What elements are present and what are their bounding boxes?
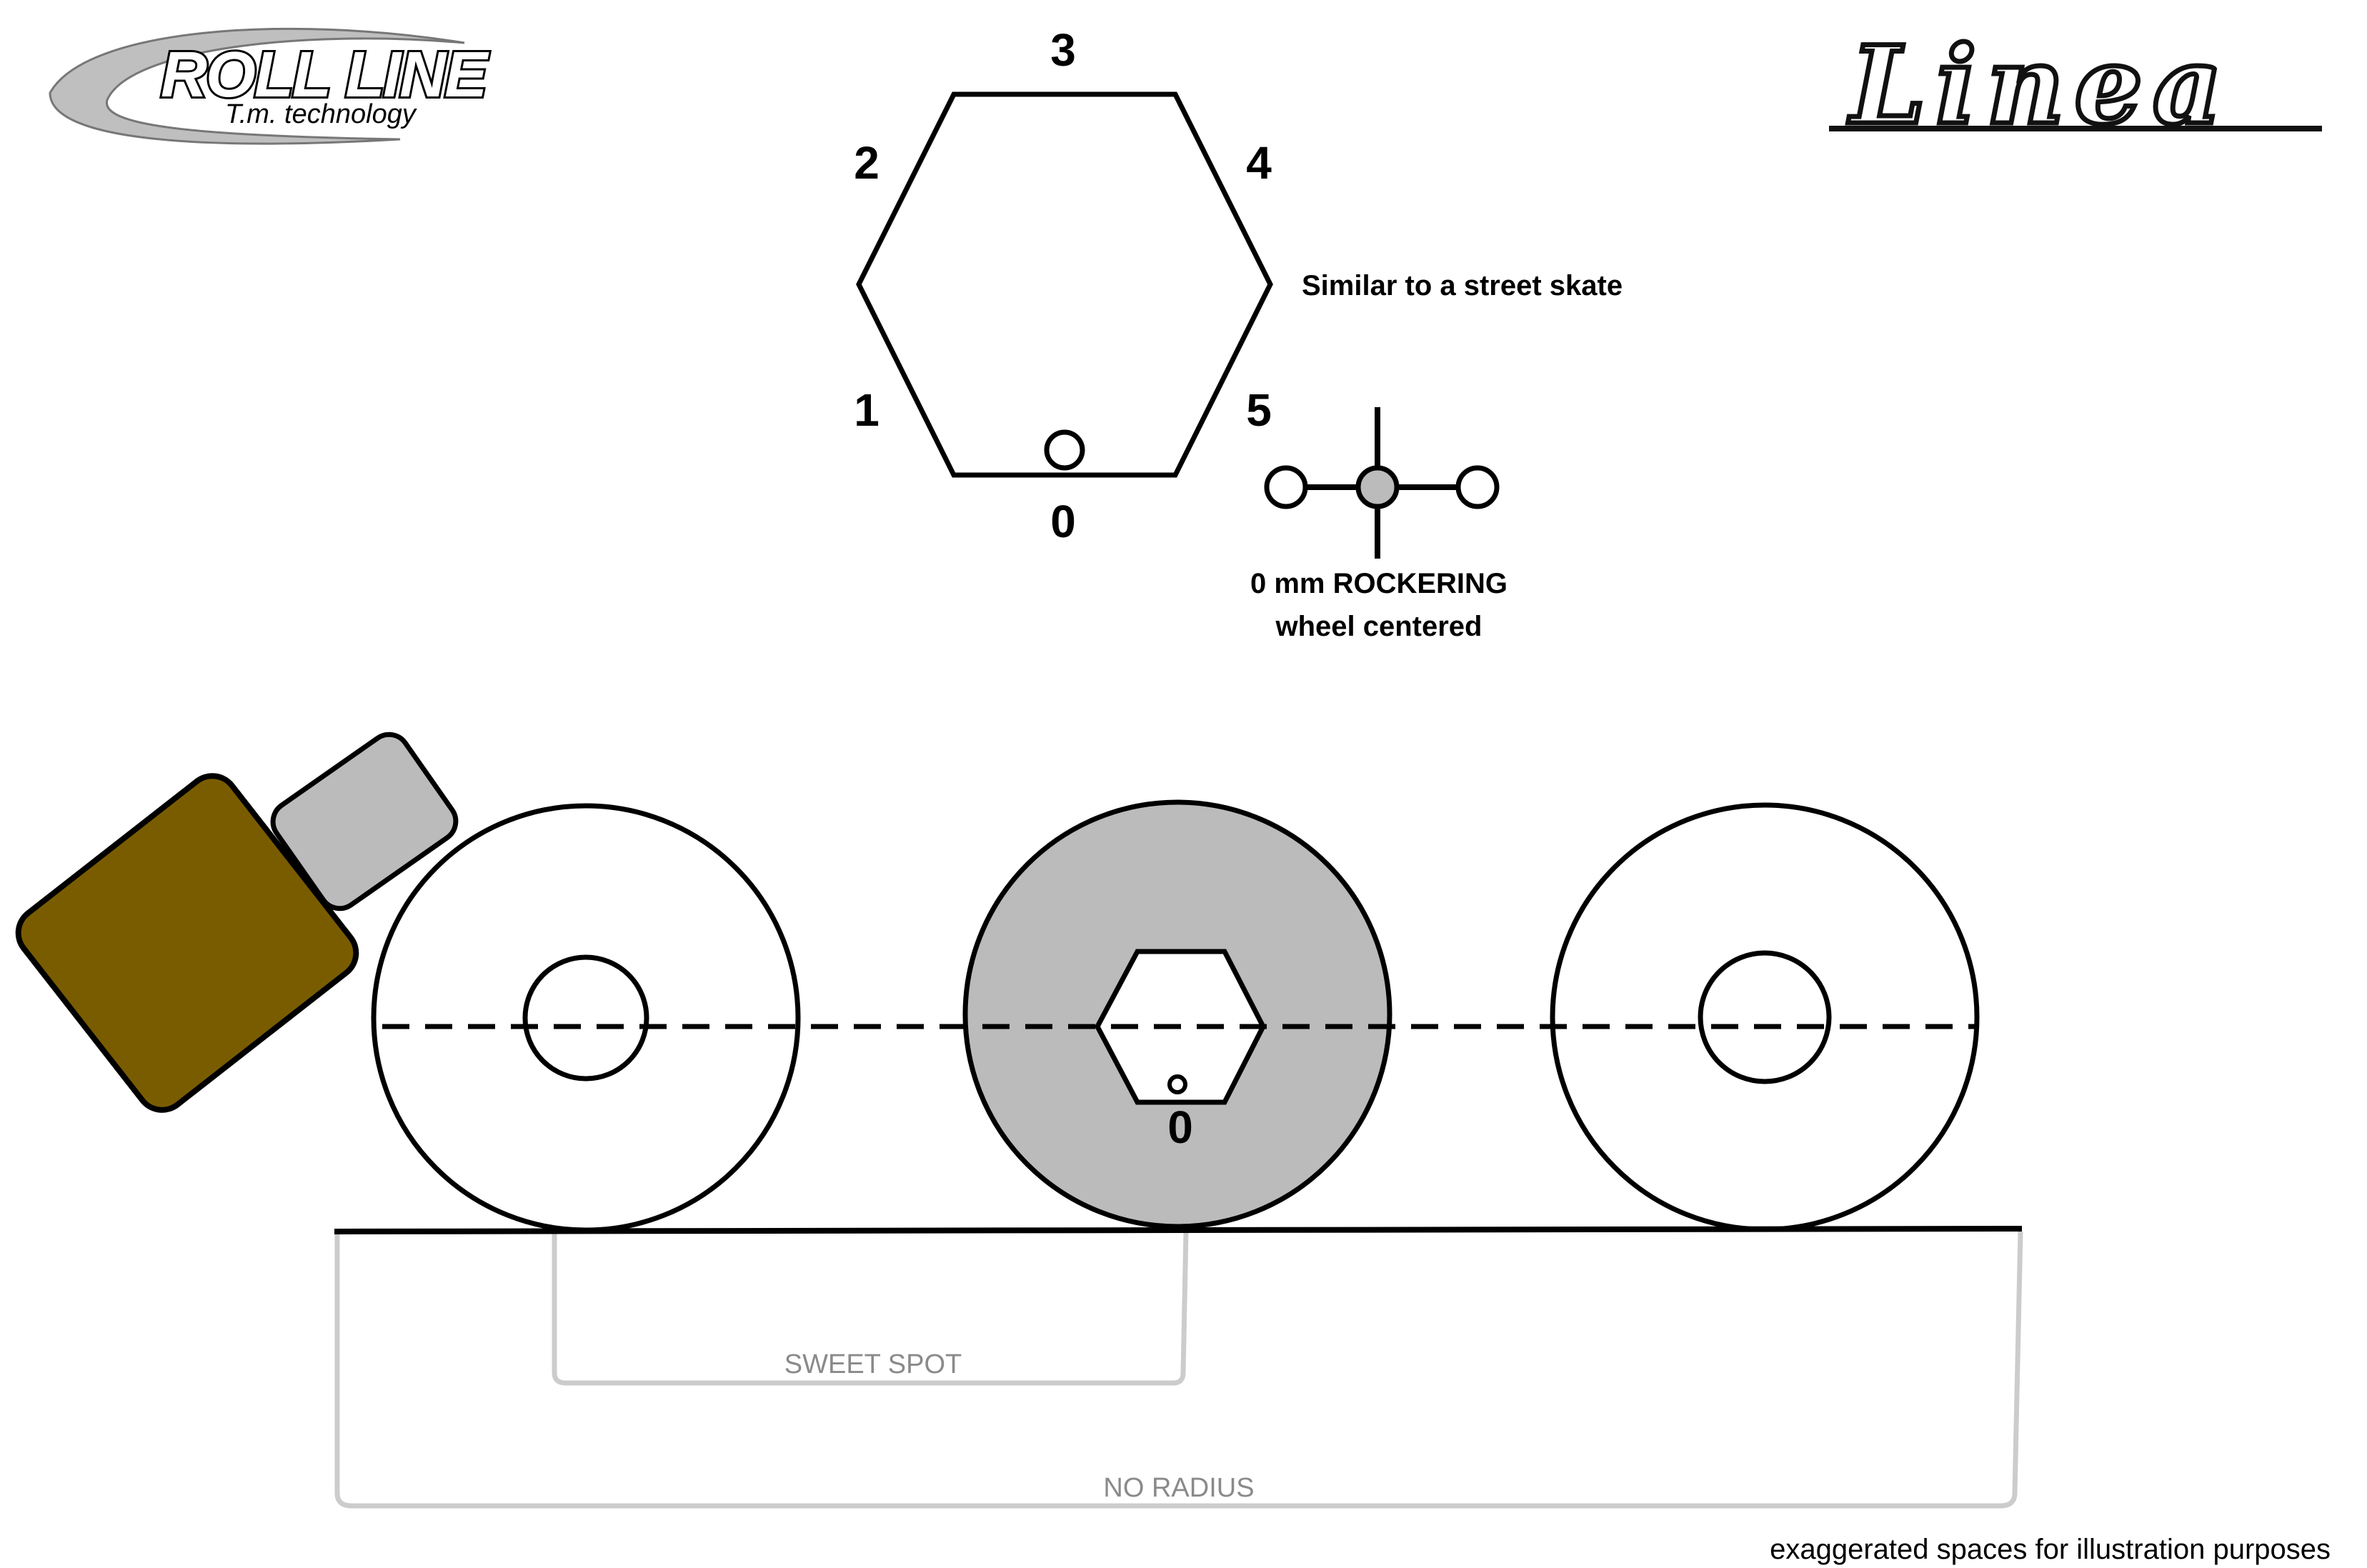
hex-position-label: 4 (1246, 137, 1272, 189)
no-radius-label: NO RADIUS (1103, 1473, 1254, 1503)
axle-position-marker (1044, 429, 1085, 471)
logo-swoosh (49, 27, 465, 145)
no-radius-bracket (334, 1231, 2023, 1509)
hex-position-label: 5 (1246, 384, 1272, 436)
axle-position-marker (1167, 1074, 1187, 1094)
hex-position-label: 3 (1050, 24, 1076, 76)
toe-stop (15, 731, 459, 1113)
wheel-hub (1698, 950, 1832, 1084)
center-wheel-position-label: 0 (1167, 1102, 1193, 1153)
rockering-wheel-center (1355, 465, 1400, 509)
rockering-wheel-right (1455, 465, 1500, 509)
footnote: exaggerated spaces for illustration purp… (1770, 1534, 2331, 1565)
wheel-hub (522, 954, 649, 1082)
rockering-symbol: 0 mm ROCKERING wheel centered (1250, 407, 1508, 642)
sweet-spot-label: SWEET SPOT (784, 1349, 962, 1379)
rockering-label-line1: 0 mm ROCKERING (1250, 568, 1508, 599)
wheel-middle: 0 (962, 799, 1392, 1229)
hexagon-outline (856, 91, 1273, 478)
hex-position-label: 0 (1050, 496, 1076, 547)
wheel-rear (1550, 802, 1980, 1232)
hex-position-label: 2 (854, 137, 879, 189)
hex-position-label: 1 (854, 384, 879, 436)
ground-line (334, 1226, 2023, 1234)
roll-line-logo: ROLL LINE T.m. technology (49, 27, 493, 145)
toe-stop-stem (270, 731, 459, 912)
rockering-label-line2: wheel centered (1275, 611, 1482, 642)
wheel-front (371, 803, 801, 1233)
hexagon-caption: Similar to a street skate (1302, 270, 1623, 301)
linea-logo: Linea (1829, 21, 2322, 151)
hexagon-diagram: 0 1 2 3 4 5 Similar to a street skate (854, 24, 1623, 547)
toe-stop-pad (15, 773, 359, 1113)
skate-illustration: SWEET SPOT NO RADIUS 0 (15, 731, 2023, 1509)
logo-tagline: T.m. technology (225, 99, 417, 129)
logo-wordmark: ROLL LINE (161, 39, 489, 111)
sweet-spot-bracket (552, 1231, 1189, 1386)
linea-wordmark: Linea (1848, 23, 2232, 149)
rockering-wheel-left (1264, 465, 1308, 509)
